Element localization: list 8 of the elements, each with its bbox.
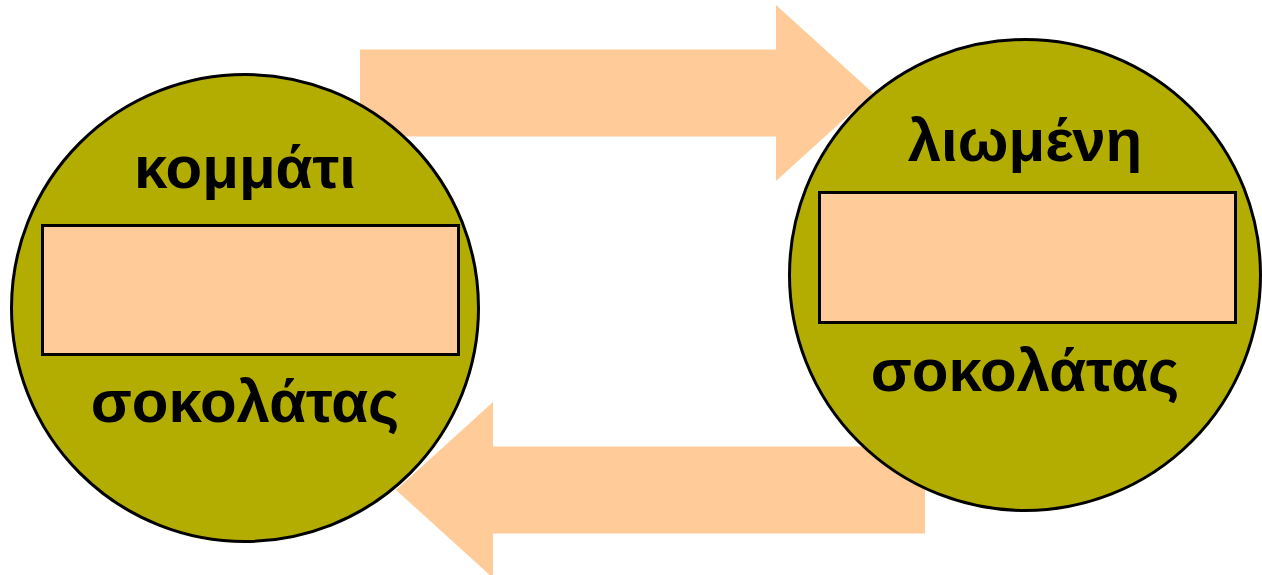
node-label: λιωμένη xyxy=(906,111,1144,171)
node-label: σοκολάτας xyxy=(89,372,401,432)
block-arrow xyxy=(360,5,873,181)
node-label: σοκολάτας xyxy=(869,341,1181,401)
node-label: κομμάτι xyxy=(133,138,357,198)
block-arrow xyxy=(396,402,925,575)
empty-box xyxy=(818,191,1237,324)
empty-box xyxy=(41,224,460,356)
